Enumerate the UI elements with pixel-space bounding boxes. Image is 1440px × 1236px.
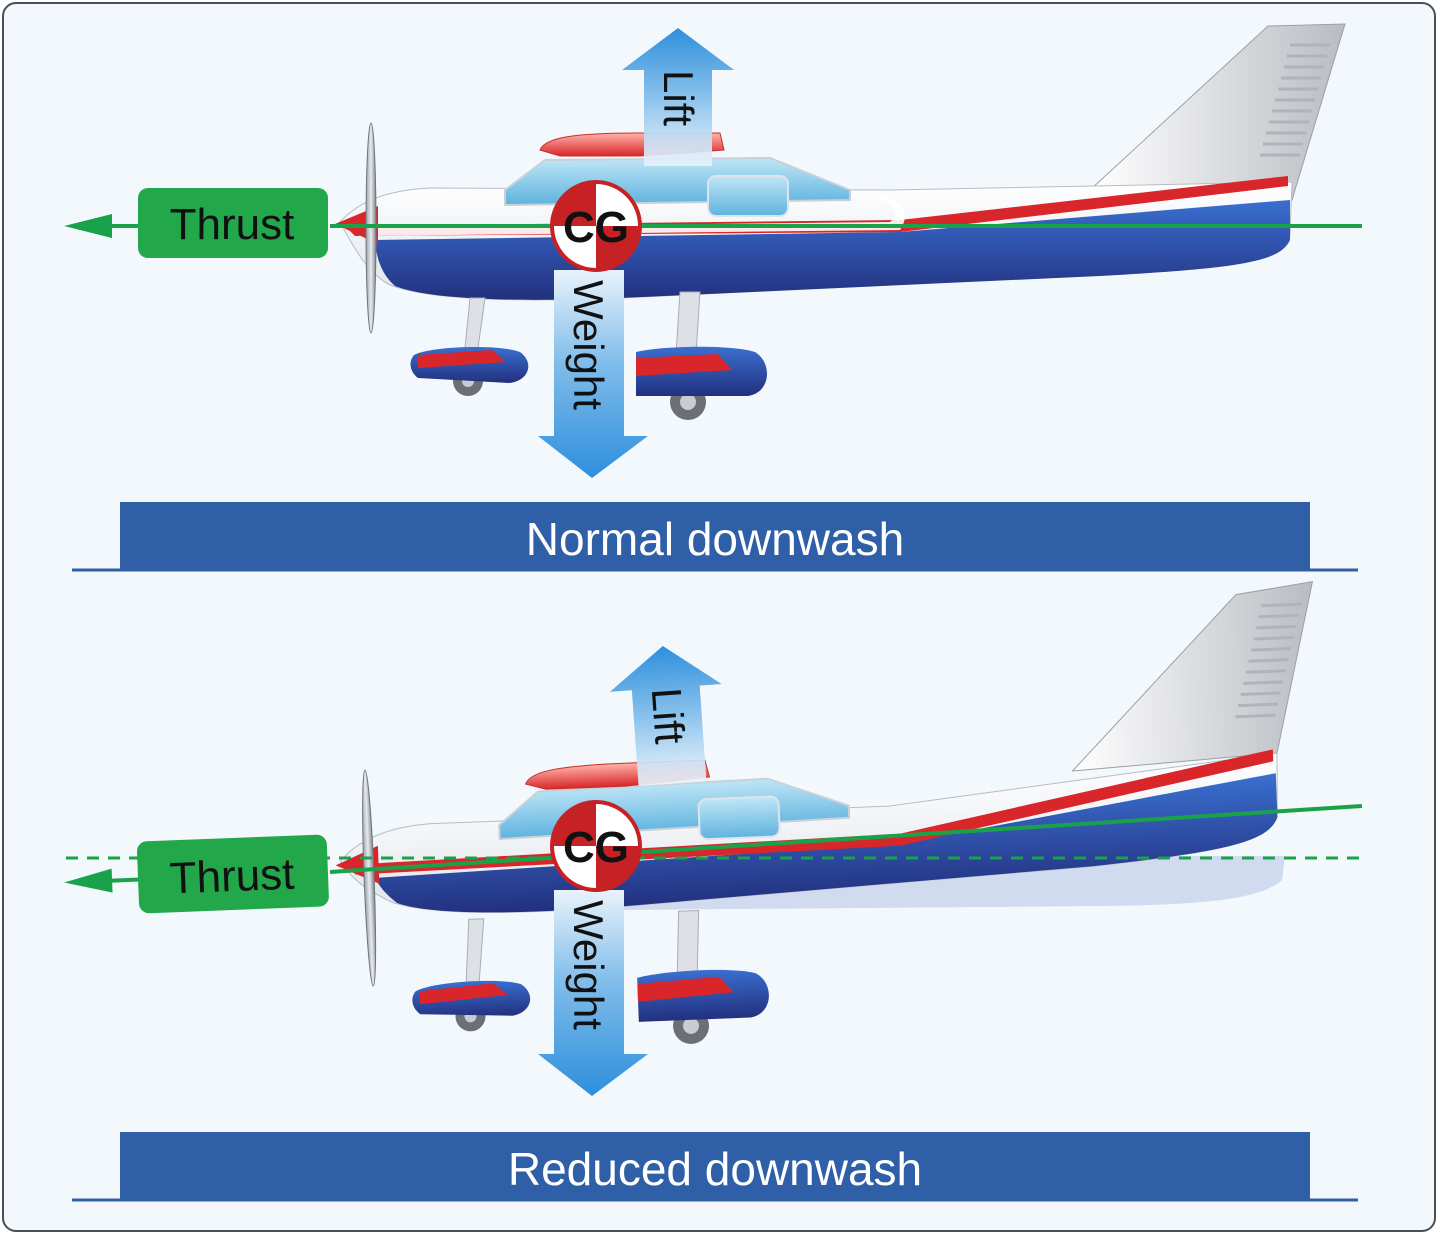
nose-landing-gear (412, 918, 531, 1032)
vertical-tail (1071, 581, 1314, 772)
thrust-line (329, 804, 1363, 874)
side-window (707, 175, 789, 217)
weight-label: Weight (565, 900, 612, 1030)
caption-reduced-downwash: Reduced downwash (508, 1143, 922, 1195)
thrust-arrow: Thrust (64, 834, 329, 914)
thrust-box (138, 188, 328, 258)
rudder-vents (1235, 602, 1302, 719)
nose-landing-gear (410, 297, 529, 396)
panel-reduced-downwash: Thrust Lift Weight CG Reduced downwash (64, 581, 1363, 1202)
weight-arrow: Weight (538, 270, 648, 478)
main-landing-gear (636, 291, 767, 420)
lift-arrow: Lift (609, 646, 722, 787)
thrust-label: Thrust (169, 850, 295, 904)
propeller (362, 769, 377, 987)
panel-normal-downwash: Thrust Lift Weight CG Normal downwash (64, 23, 1362, 572)
cg-symbol: CG (550, 800, 642, 892)
caption-normal-downwash: Normal downwash (526, 513, 904, 565)
cg-label: CG (563, 823, 629, 872)
lift-arrow: Lift (622, 28, 734, 166)
thrust-arrow: Thrust (64, 188, 328, 258)
lift-label: Lift (643, 686, 694, 745)
fuselage-red-stripe (345, 749, 1274, 875)
caption-bar (120, 502, 1310, 570)
rudder-vents (1260, 43, 1330, 157)
thrust-box (136, 834, 329, 914)
weight-arrow: Weight (538, 890, 648, 1096)
side-window (697, 795, 781, 841)
caption-bar (120, 1132, 1310, 1200)
airplane-normal (335, 23, 1346, 420)
thrust-label: Thrust (170, 200, 295, 249)
main-landing-gear (637, 909, 769, 1044)
lift-label: Lift (655, 70, 702, 126)
cg-label: CG (563, 203, 629, 252)
weight-label: Weight (565, 280, 612, 410)
cg-symbol: CG (550, 180, 642, 272)
